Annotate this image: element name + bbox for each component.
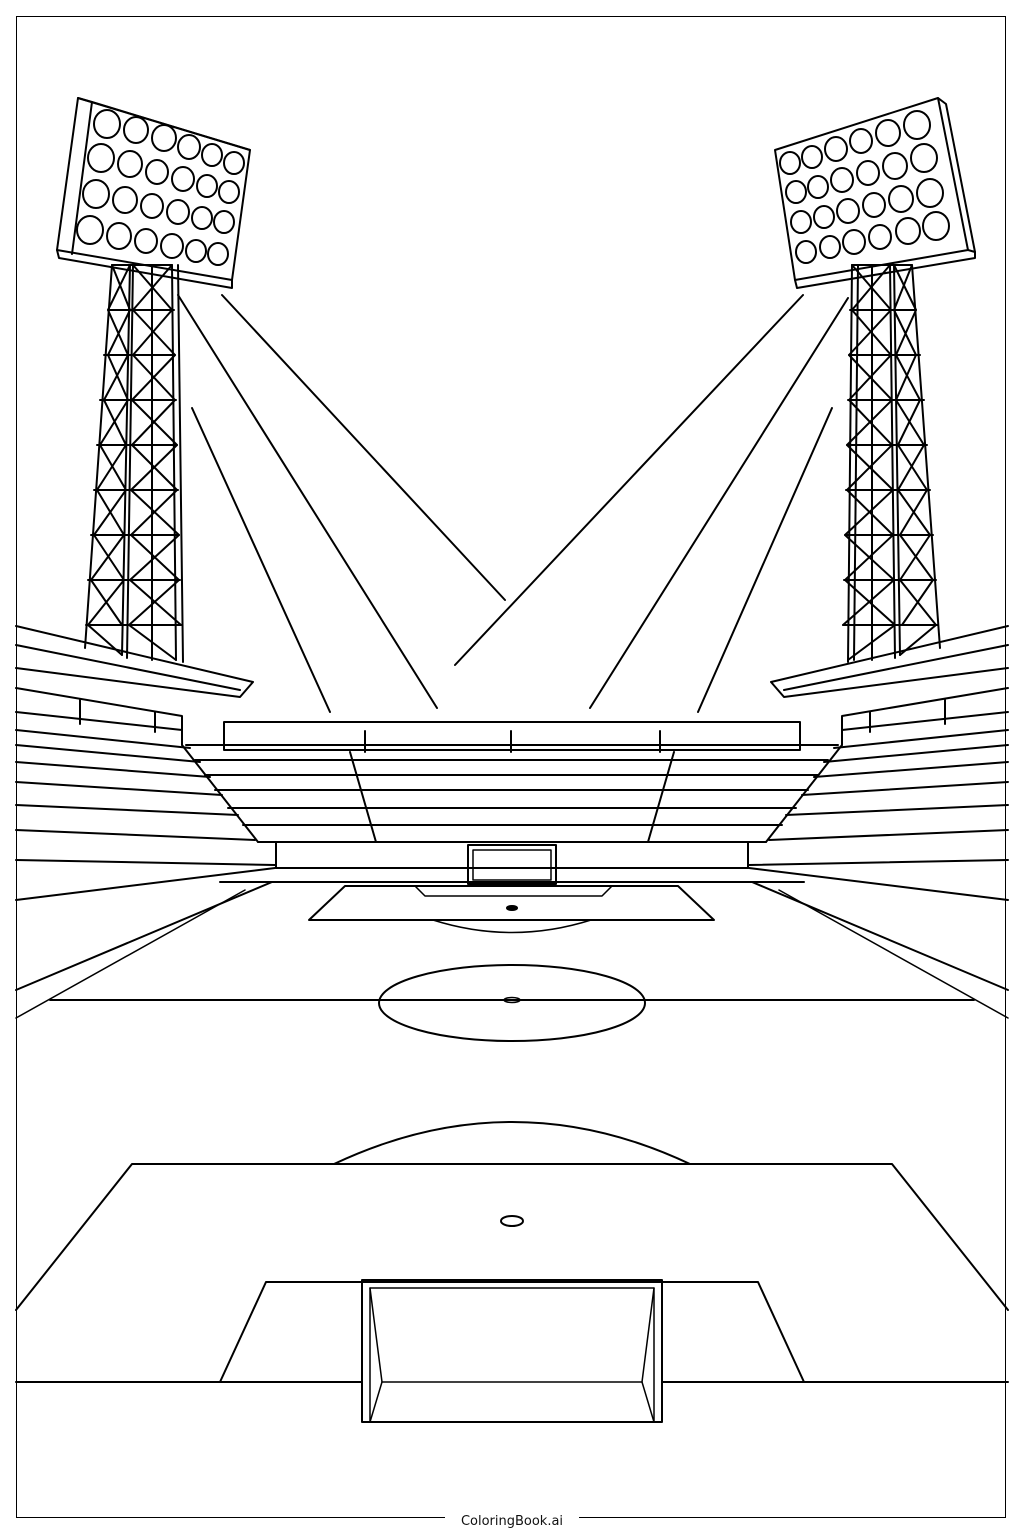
left-lamp-array	[76, 109, 245, 266]
right-floodlight-tower	[842, 264, 941, 663]
left-tower-lattice	[85, 264, 182, 661]
left-floodlight-tower	[84, 264, 184, 663]
near-goal	[361, 1279, 663, 1423]
back-stand	[181, 721, 843, 883]
right-floodlight-panel	[774, 97, 976, 289]
footer-credit: ColoringBook.ai	[444, 1512, 580, 1532]
soccer-field	[15, 881, 1009, 1383]
light-beams	[177, 294, 849, 713]
right-stand-roof	[770, 625, 1009, 698]
left-stand-rows	[15, 687, 276, 901]
right-tower-lattice	[842, 264, 939, 661]
far-goal	[467, 844, 557, 885]
footer: ColoringBook.ai	[0, 1510, 1024, 1532]
left-stand-roof	[15, 625, 254, 698]
right-stand-rows	[748, 687, 1009, 901]
left-floodlight-panel	[56, 97, 251, 289]
right-lamp-array	[779, 110, 950, 264]
